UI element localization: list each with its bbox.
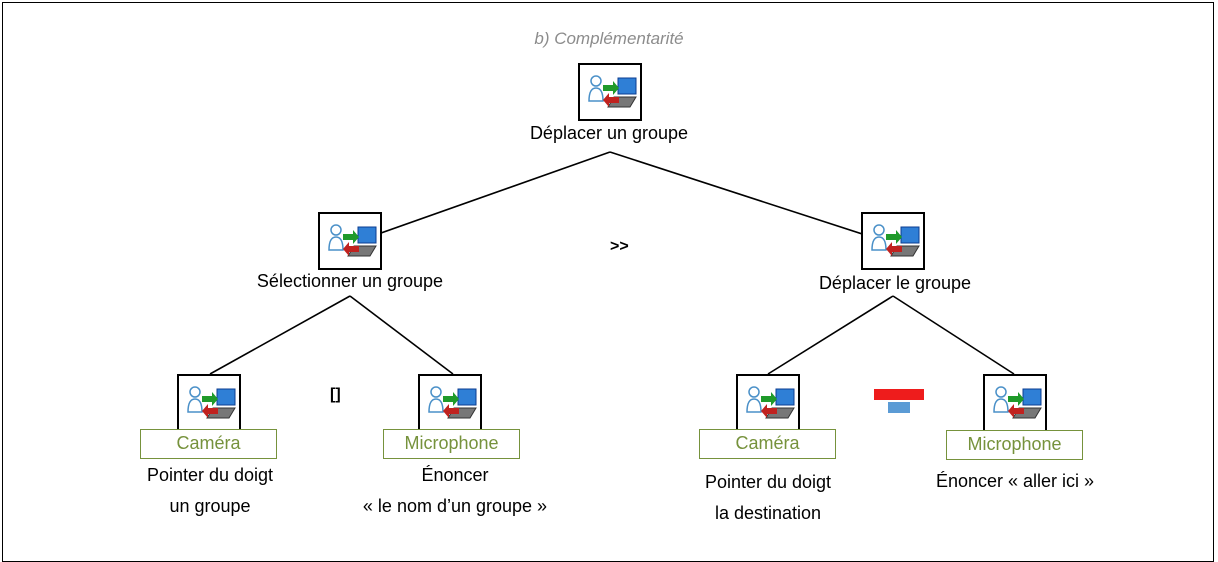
tree-connectors	[209, 151, 1015, 375]
left-node	[318, 212, 382, 270]
edge-root-left	[349, 151, 611, 245]
right-camera-text: Pointer du doigt la destination	[648, 467, 888, 529]
right-microphone-line1: Énoncer « aller ici »	[935, 471, 1095, 491]
user-computer-interaction-icon	[588, 75, 637, 108]
right-camera-line2: la destination	[714, 503, 822, 523]
left-camera-node	[177, 374, 241, 432]
edge-right-camera	[767, 295, 894, 375]
left-microphone-node	[418, 374, 482, 432]
right-microphone-text: Énoncer « aller ici »	[900, 466, 1130, 497]
user-computer-interaction-icon	[871, 224, 920, 257]
user-computer-interaction-icon	[187, 386, 236, 419]
left-camera-device: Caméra	[140, 429, 277, 459]
choice-operator: []	[330, 386, 341, 403]
user-computer-interaction-icon	[328, 224, 377, 257]
user-computer-interaction-icon	[746, 386, 795, 419]
user-computer-interaction-icon	[428, 386, 477, 419]
diagram-title: b) Complémentarité	[534, 29, 684, 48]
left-camera-line1: Pointer du doigt	[146, 465, 274, 485]
edge-root-right	[609, 151, 894, 245]
user-computer-interaction-icon	[993, 386, 1042, 419]
sequence-operator: >>	[610, 238, 629, 255]
root-node	[578, 63, 642, 121]
right-node	[861, 212, 925, 270]
right-camera-line1: Pointer du doigt	[704, 472, 832, 492]
root-label: Déplacer un groupe	[529, 123, 689, 143]
left-microphone-line2: « le nom d’un groupe »	[362, 496, 548, 516]
edge-left-camera	[209, 295, 351, 375]
edge-left-microphone	[349, 295, 454, 375]
left-microphone-device: Microphone	[383, 429, 520, 459]
left-label: Sélectionner un groupe	[256, 271, 444, 291]
left-camera-line2: un groupe	[169, 496, 251, 516]
right-microphone-node	[983, 374, 1047, 432]
right-label: Déplacer le groupe	[818, 273, 972, 293]
left-camera-text: Pointer du doigt un groupe	[90, 460, 330, 522]
equivalence-operator-icon	[874, 389, 924, 413]
edge-right-microphone	[892, 295, 1015, 375]
right-camera-device: Caméra	[699, 429, 836, 459]
left-microphone-line1: Énoncer	[421, 465, 489, 485]
right-microphone-device: Microphone	[946, 430, 1083, 460]
right-camera-node	[736, 374, 800, 432]
left-microphone-text: Énoncer « le nom d’un groupe »	[320, 460, 590, 522]
